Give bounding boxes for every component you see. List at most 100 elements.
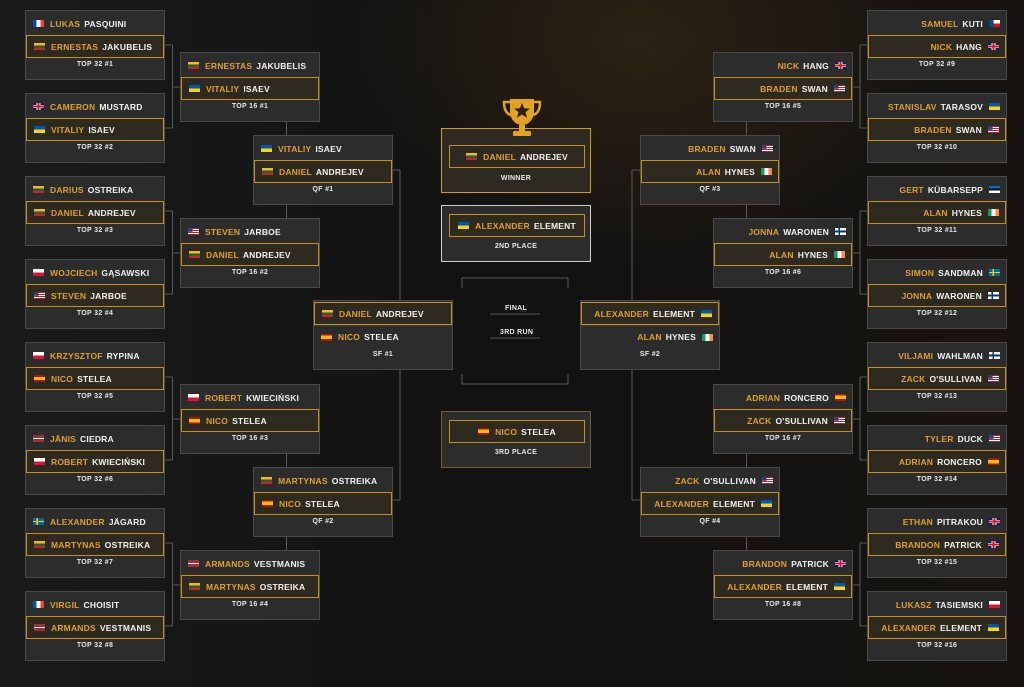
player-last-name: ISAEV — [243, 83, 270, 94]
flag-icon — [34, 541, 45, 548]
player-last-name: KUTI — [962, 18, 983, 29]
player-first-name: SAMUEL — [921, 18, 959, 29]
